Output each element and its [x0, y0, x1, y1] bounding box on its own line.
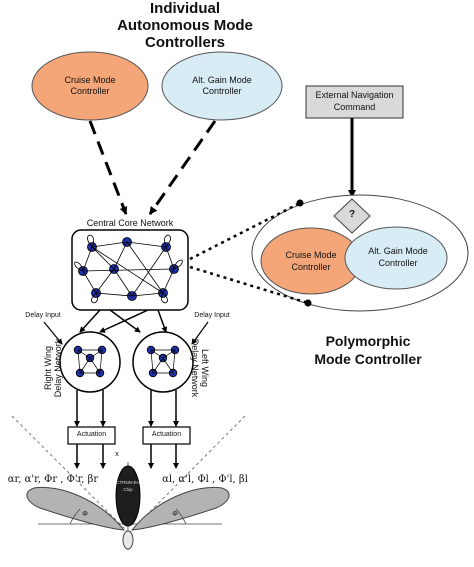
right-wing-delay-label-1: Right Wing [43, 346, 53, 391]
delay-input-right-arrow [191, 321, 209, 345]
title-line-3: Controllers [144, 34, 225, 51]
angle-arc-left [69, 508, 81, 525]
poly-altgain-label-1: Alt. Gain Mode [368, 246, 428, 256]
body-chip-label-1: CTRNN-EH [116, 480, 140, 485]
core-connections [74, 234, 183, 304]
delay-connections [77, 349, 176, 374]
altgain-label-2: Controller [202, 86, 242, 96]
decision-question-mark: ? [348, 209, 356, 220]
altgain-controller-ellipse [161, 51, 283, 121]
actuation-left-box [67, 426, 116, 445]
central-core-label: Central Core Network [86, 218, 174, 228]
left-wing-delay-label: Left Wing Delay Network [189, 328, 210, 408]
delay-input-right-label: Delay Input [194, 312, 230, 319]
angle-right-label: Φ [172, 511, 178, 518]
insect-body [115, 465, 141, 527]
polymorphic-title-2: Mode Controller [314, 351, 422, 367]
poly-altgain-label-2: Controller [378, 258, 418, 268]
actuation-to-wing-arrows [74, 444, 179, 469]
body-chip-label-2: Chip [123, 487, 133, 492]
cruise-controller-ellipse [31, 51, 149, 121]
external-nav-label-2: Command [333, 102, 376, 112]
external-nav-label-1: External Navigation [315, 90, 394, 100]
poly-cruise-label-2: Controller [291, 262, 331, 272]
insect-tail [122, 530, 134, 550]
left-wing-delay-label-2: Delay Network [189, 338, 200, 398]
external-nav-box [305, 85, 404, 119]
cruise-to-core-arrow [88, 120, 128, 215]
right-wing-delay-label: Right Wing Delay Network [43, 328, 64, 408]
actuation-right-box [142, 426, 191, 445]
angle-left-label: Φ [82, 511, 88, 518]
axis-x-label: x [115, 451, 119, 458]
delay-input-left-arrow [43, 321, 63, 345]
altgain-to-core-arrow [148, 120, 217, 215]
left-wing-delay-label-1: Left Wing [200, 348, 210, 388]
right-wing-delay-label-2: Delay Network [53, 338, 64, 398]
delay-input-left-label: Delay Input [25, 312, 61, 319]
right-wing-shape [26, 486, 126, 531]
core-to-delay-arrows [79, 309, 168, 333]
poly-altgain-ellipse [344, 226, 448, 290]
polymorphic-title-1: Polymorphic [325, 333, 411, 349]
cruise-label-1: Cruise Mode [64, 75, 116, 85]
actuation-right-label: Actuation [151, 431, 182, 438]
angle-arc-right [175, 508, 187, 525]
actuation-left-label: Actuation [76, 431, 107, 438]
decision-diamond [333, 198, 371, 234]
delay-to-actuation-arrows [74, 390, 179, 427]
poly-cruise-label-1: Cruise Mode [285, 250, 337, 260]
left-wing-parameters: αl, α'l, Φl , Φ'l, βl [162, 474, 248, 485]
right-wing-parameters: αr, α'r, Φr , Φ'r, βr [7, 474, 99, 485]
left-wing-shape [130, 486, 230, 531]
zoom-dot-top [296, 199, 304, 207]
altgain-label-1: Alt. Gain Mode [192, 75, 252, 85]
zoom-dot-bottom [304, 299, 312, 307]
title-line-2: Autonomous Mode [117, 17, 253, 34]
title-line-1: Individual [149, 0, 220, 17]
cruise-label-2: Controller [70, 86, 110, 96]
